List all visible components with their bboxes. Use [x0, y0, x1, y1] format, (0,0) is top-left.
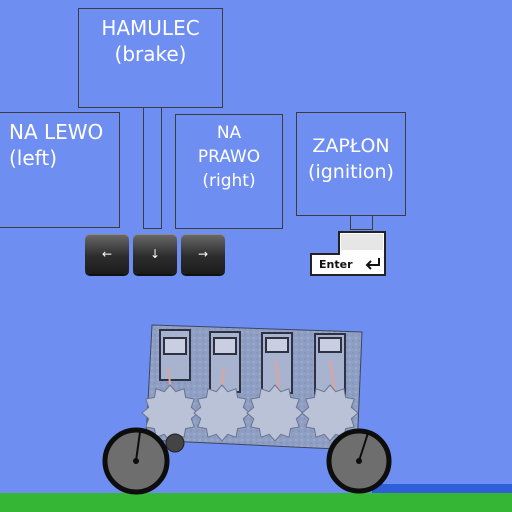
brake-callout-stem [143, 107, 162, 229]
water [372, 484, 512, 494]
enter-key-label: Enter [319, 258, 353, 271]
left-label: NA LEWO [9, 120, 104, 144]
ignition-callout-stem [350, 215, 373, 230]
ignition-label-en: (ignition) [308, 161, 394, 183]
crank-gears [141, 384, 359, 442]
left-arrow-key-icon[interactable]: ← [85, 234, 129, 274]
gear-3 [246, 384, 304, 442]
right-label-2: PRAWO [197, 147, 261, 167]
cylinder-2 [209, 331, 241, 399]
cylinder-4 [314, 333, 346, 399]
left-arrow-glyph: ← [101, 247, 113, 261]
ignition-label: ZAPŁON [312, 135, 390, 157]
enter-key-icon[interactable]: Enter [309, 230, 388, 277]
ground [0, 493, 512, 512]
front-wheel [326, 428, 392, 494]
down-arrow-key-icon[interactable]: ↓ [133, 234, 177, 274]
left-label-en: (left) [9, 146, 57, 170]
down-arrow-glyph: ↓ [149, 247, 161, 261]
left-callout: NA LEWO (left) [0, 112, 120, 228]
rear-wheel [102, 427, 170, 495]
ignition-callout: ZAPŁON (ignition) [296, 112, 406, 216]
gear-2 [193, 384, 251, 442]
right-label-1: NA [216, 123, 242, 143]
right-label-en: (right) [202, 171, 256, 191]
gear-1 [141, 384, 199, 442]
brake-callout: HAMULEC (brake) [78, 8, 223, 108]
pulley [165, 433, 185, 453]
right-arrow-glyph: → [197, 247, 209, 261]
brake-label: HAMULEC [101, 16, 200, 40]
brake-label-en: (brake) [114, 42, 187, 66]
right-callout: NA PRAWO (right) [175, 114, 283, 229]
right-arrow-key-icon[interactable]: → [181, 234, 225, 274]
cylinder-1 [159, 329, 191, 399]
